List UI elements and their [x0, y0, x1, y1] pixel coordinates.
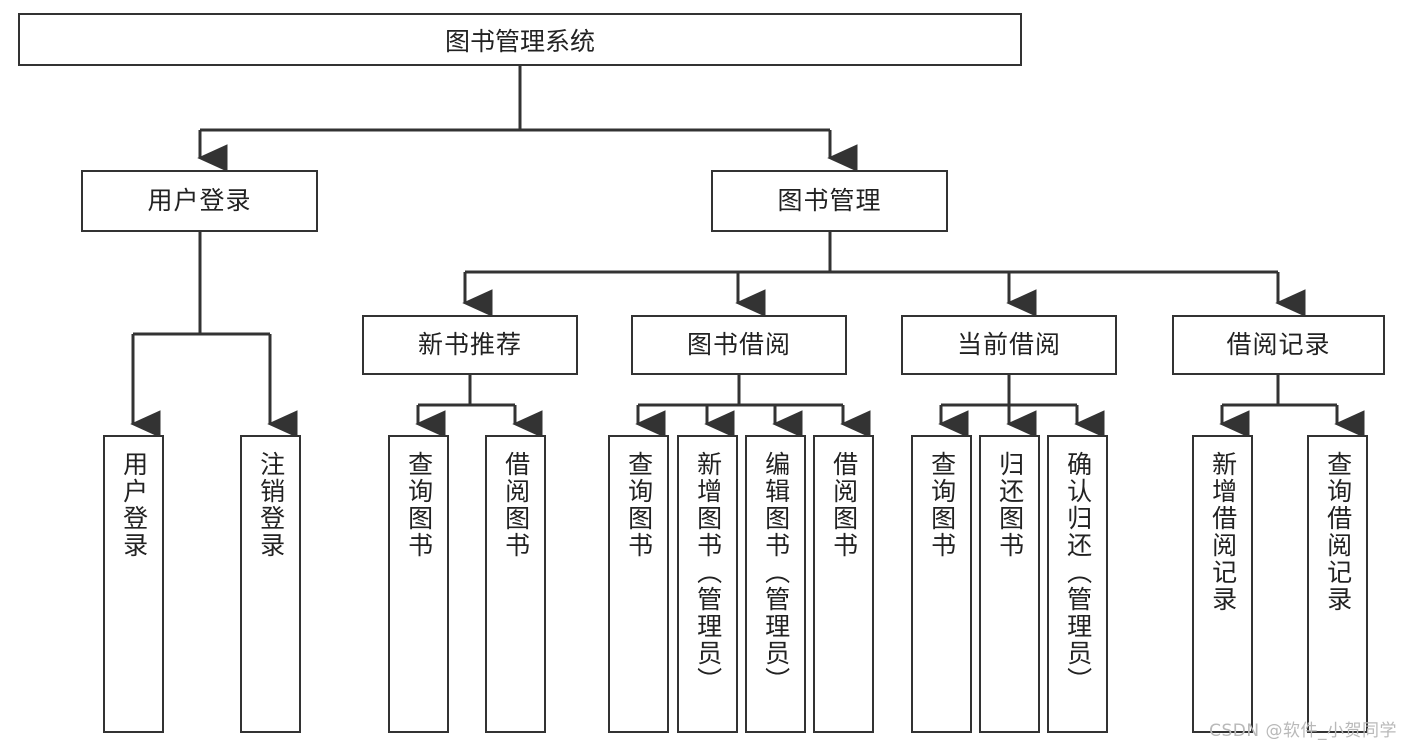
leaf-borrow-edit-book-admin[interactable]: 编辑图书（管理员） — [745, 435, 806, 733]
node-book-management-label: 图书管理 — [777, 186, 882, 215]
leaf-user-login-signout[interactable]: 注销登录 — [240, 435, 301, 733]
node-book-borrow[interactable]: 图书借阅 — [631, 315, 847, 375]
leaf-records-query-record[interactable]: 查询借阅记录 — [1307, 435, 1368, 733]
leaf-borrow-query-book[interactable]: 查询图书 — [608, 435, 669, 733]
node-borrow-records-label: 借阅记录 — [1226, 330, 1331, 359]
node-new-book-recommend[interactable]: 新书推荐 — [362, 315, 578, 375]
leaf-label: 查询图书 — [404, 451, 434, 559]
leaf-label: 借阅图书 — [501, 451, 531, 559]
leaf-recommend-query-book[interactable]: 查询图书 — [388, 435, 449, 733]
leaf-label: 查询图书 — [927, 451, 957, 559]
leaf-label: 注销登录 — [256, 451, 286, 559]
node-root-label: 图书管理系统 — [444, 26, 595, 56]
node-current-borrow[interactable]: 当前借阅 — [901, 315, 1117, 375]
leaf-borrow-borrow-book[interactable]: 借阅图书 — [813, 435, 874, 733]
leaf-borrow-add-book-admin[interactable]: 新增图书（管理员） — [677, 435, 738, 733]
leaf-label: 归还图书 — [995, 451, 1025, 559]
node-user-login[interactable]: 用户登录 — [81, 170, 318, 232]
node-borrow-records[interactable]: 借阅记录 — [1172, 315, 1385, 375]
leaf-label: 确认归还（管理员） — [1063, 451, 1093, 694]
node-root-system[interactable]: 图书管理系统 — [18, 13, 1022, 66]
node-current-borrow-label: 当前借阅 — [956, 330, 1061, 359]
node-book-management[interactable]: 图书管理 — [711, 170, 948, 232]
leaf-recommend-borrow-book[interactable]: 借阅图书 — [485, 435, 546, 733]
node-new-book-recommend-label: 新书推荐 — [417, 330, 522, 359]
leaf-label: 编辑图书（管理员） — [761, 451, 791, 694]
leaf-current-confirm-return-admin[interactable]: 确认归还（管理员） — [1047, 435, 1108, 733]
node-book-borrow-label: 图书借阅 — [686, 330, 791, 359]
leaf-label: 新增图书（管理员） — [693, 451, 723, 694]
leaf-label: 借阅图书 — [829, 451, 859, 559]
leaf-current-query-book[interactable]: 查询图书 — [911, 435, 972, 733]
leaf-user-login-signin[interactable]: 用户登录 — [103, 435, 164, 733]
node-user-login-label: 用户登录 — [147, 186, 252, 215]
leaf-label: 查询借阅记录 — [1323, 451, 1353, 613]
leaf-label: 用户登录 — [119, 451, 149, 559]
leaf-label: 查询图书 — [624, 451, 654, 559]
leaf-current-return-book[interactable]: 归还图书 — [979, 435, 1040, 733]
csdn-watermark: CSDN @软件_小贺同学 — [1209, 721, 1397, 741]
leaf-records-add-record[interactable]: 新增借阅记录 — [1192, 435, 1253, 733]
leaf-label: 新增借阅记录 — [1208, 451, 1238, 613]
